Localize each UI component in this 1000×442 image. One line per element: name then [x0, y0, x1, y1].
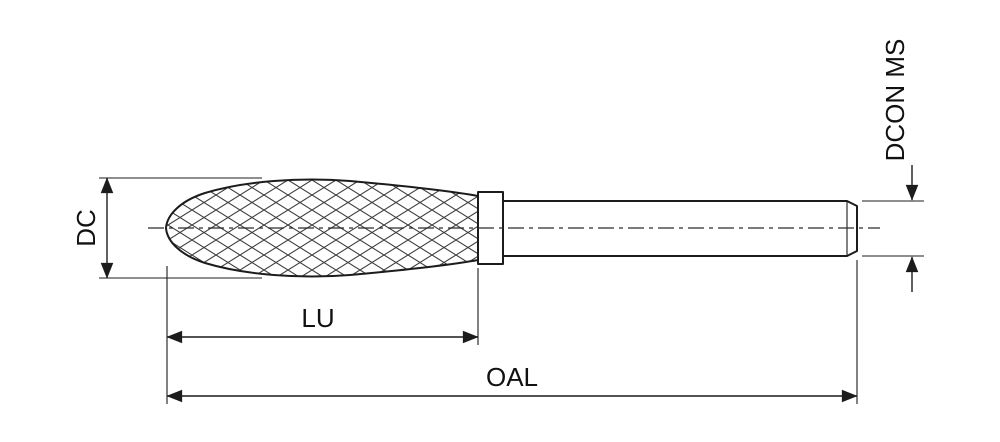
lu-label: LU	[301, 303, 334, 333]
dc-dimension: DC	[71, 177, 262, 279]
dcon-ms-label: DCON MS	[880, 39, 910, 162]
oal-label: OAL	[486, 362, 538, 392]
dcon-ms-dimension: DCON MS	[862, 39, 924, 292]
dc-label: DC	[71, 209, 101, 247]
oal-dimension: OAL	[166, 260, 858, 404]
lu-dimension: LU	[166, 266, 479, 404]
